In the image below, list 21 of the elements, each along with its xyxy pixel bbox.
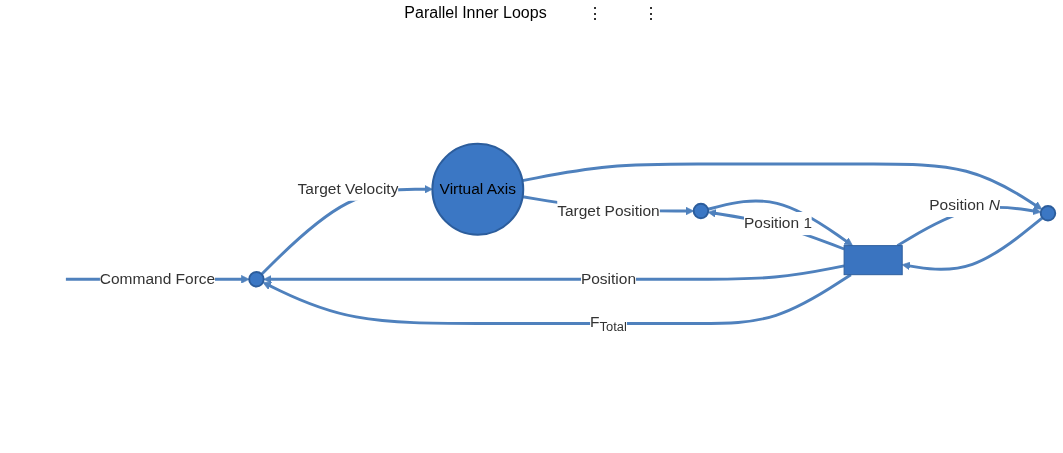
node-circle [248, 270, 265, 288]
annotation-label: ⋮ [586, 4, 603, 23]
node-circle [1039, 204, 1057, 222]
arrow [707, 208, 845, 251]
node-box [843, 244, 903, 275]
edge-label: Target Position [557, 202, 660, 219]
arrow [707, 199, 853, 246]
arrow [263, 264, 845, 284]
arrow [522, 162, 1043, 210]
edge-label: Position N [929, 196, 1000, 214]
edge-label: F$_{Total}$ [590, 313, 627, 334]
edge-label: Position [580, 270, 637, 287]
arrow [262, 273, 852, 325]
annotation-label: ⋮ [642, 4, 659, 23]
edge-label: Target Velocity [297, 180, 399, 197]
edge-label: Position 1 [743, 214, 812, 232]
annotation-label: Parallel Inner Loops [404, 4, 547, 23]
arrow [901, 216, 1044, 271]
node-circle: Virtual Axis [431, 142, 525, 236]
node-circle [692, 202, 710, 220]
edge-label: Command Force [99, 270, 216, 287]
